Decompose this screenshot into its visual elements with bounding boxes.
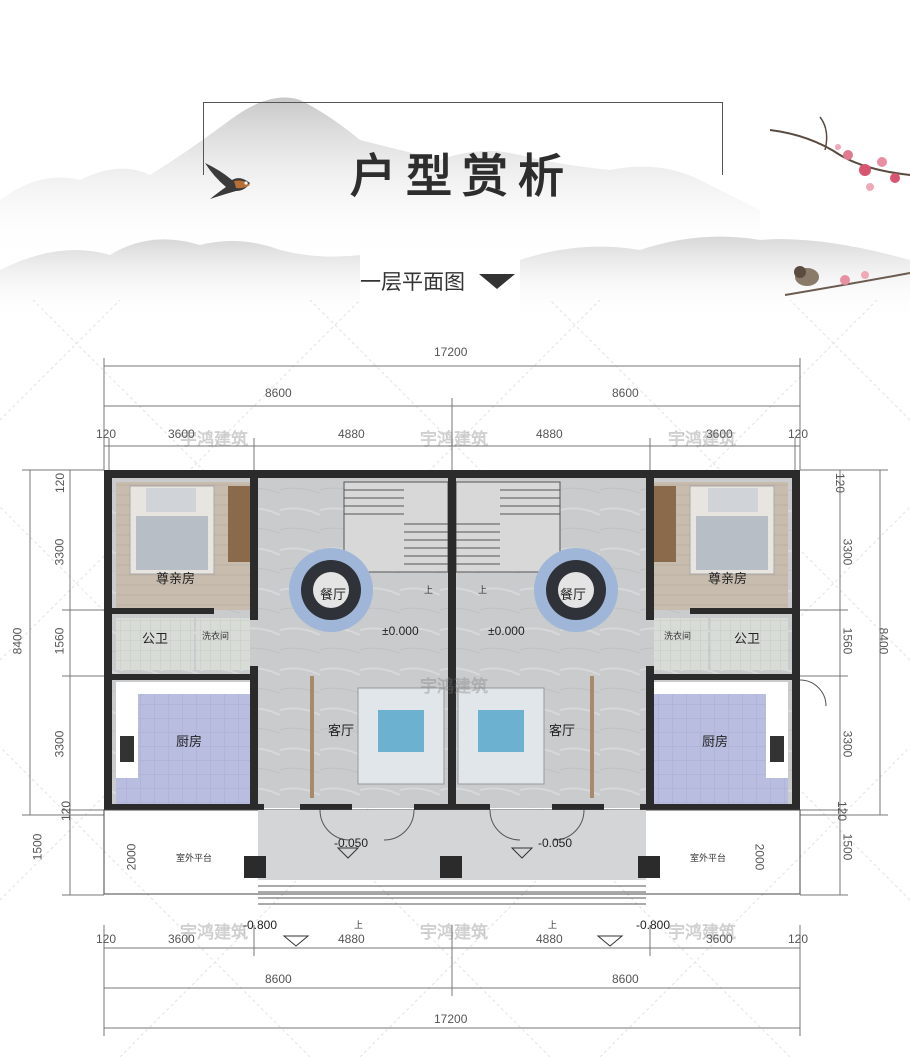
dim-top-seg-2: 3600 xyxy=(168,427,195,441)
level-outside-right: -0.800 xyxy=(636,918,671,932)
dim-left-seg-6: 1500 xyxy=(30,833,45,861)
dim-bottom-seg-1: 120 xyxy=(96,932,117,946)
stair-up-left: 上 xyxy=(424,586,434,596)
dim-top-seg-4: 4880 xyxy=(536,427,563,441)
room-laundry-left: 洗衣间 xyxy=(202,632,230,642)
dim-left-seg-3: 1560 xyxy=(52,627,67,655)
watermark-logo: 宇鸿建筑 xyxy=(420,430,488,450)
dim-right-seg-5: 120 xyxy=(835,800,850,822)
dim-bottom-seg-2: 3600 xyxy=(168,932,195,946)
bird-icon xyxy=(205,163,250,199)
title-frame xyxy=(203,102,723,175)
ink-landscape-background xyxy=(0,97,910,320)
bird-on-branch-icon xyxy=(785,266,910,296)
dim-bottom-half-left: 8600 xyxy=(265,972,292,986)
dining-table-right xyxy=(534,548,618,632)
dim-top-seg-6: 120 xyxy=(788,427,809,441)
dim-left-seg-4: 3300 xyxy=(52,730,67,758)
level-floor-right: ±0.000 xyxy=(488,624,525,638)
room-dining-left: 餐厅 xyxy=(320,588,347,603)
level-porch-left: -0.050 xyxy=(334,836,369,850)
dim-bottom-total: 17200 xyxy=(434,1012,468,1026)
dim-top-seg-3: 4880 xyxy=(338,427,365,441)
dim-right-seg-2: 3300 xyxy=(840,538,855,566)
dim-right-seg-7: 2000 xyxy=(752,843,767,871)
room-terrace-left: 室外平台 xyxy=(176,854,213,864)
level-outside-left: -0.800 xyxy=(243,918,278,932)
dim-top-half-right: 8600 xyxy=(612,386,639,400)
room-bath-right: 公卫 xyxy=(734,632,761,647)
dim-bottom-half-right: 8600 xyxy=(612,972,639,986)
room-laundry-right: 洗衣间 xyxy=(664,632,692,642)
room-bath-left: 公卫 xyxy=(142,632,169,647)
page-title: 户型赏析 xyxy=(350,149,574,203)
dim-top-seg-1: 120 xyxy=(96,427,117,441)
room-living-left: 客厅 xyxy=(328,724,355,739)
level-porch-right: -0.050 xyxy=(538,836,573,850)
dim-left-seg-2: 3300 xyxy=(52,538,67,566)
floor-plan-subtitle: 一层平面图 xyxy=(360,266,515,296)
level-floor-left: ±0.000 xyxy=(382,624,419,638)
room-kitchen-left: 厨房 xyxy=(176,735,203,750)
dim-top-seg-5: 3600 xyxy=(706,427,733,441)
dim-left-total: 8400 xyxy=(10,627,25,655)
room-elder-right: 尊亲房 xyxy=(708,572,748,587)
watermark-logo: 宇鸿建筑 xyxy=(420,677,488,697)
dim-left-seg-5: 120 xyxy=(59,800,74,822)
dim-bottom-seg-3: 4880 xyxy=(338,932,365,946)
dim-bottom-seg-6: 120 xyxy=(788,932,809,946)
dim-top-half-left: 8600 xyxy=(265,386,292,400)
watermark-logo: 宇鸿建筑 xyxy=(420,923,488,943)
room-terrace-right: 室外平台 xyxy=(690,854,727,864)
subtitle-text: 一层平面图 xyxy=(360,271,465,294)
watermark-logo: 宇鸿建筑 xyxy=(668,430,736,450)
watermark-logo: 宇鸿建筑 xyxy=(180,430,248,450)
dim-left-seg-7: 2000 xyxy=(124,843,139,871)
dim-right-seg-4: 3300 xyxy=(840,730,855,758)
watermark-logo: 宇鸿建筑 xyxy=(180,923,248,943)
plum-blossom-branch-icon xyxy=(770,116,910,191)
dim-right-seg-3: 1560 xyxy=(840,627,855,655)
triangle-down-icon xyxy=(479,274,515,289)
dining-table-left xyxy=(289,548,373,632)
dim-right-seg-6: 1500 xyxy=(840,833,855,861)
dim-right-total: 8400 xyxy=(876,627,891,655)
watermark-logo: 宇鸿建筑 xyxy=(668,923,736,943)
room-living-right: 客厅 xyxy=(549,724,576,739)
stair-up-right: 上 xyxy=(478,586,488,596)
room-elder-left: 尊亲房 xyxy=(156,572,196,587)
dim-top-total: 17200 xyxy=(434,345,468,359)
dim-right-seg-1: 120 xyxy=(833,472,848,494)
dim-bottom-seg-5: 3600 xyxy=(706,932,733,946)
dim-left-seg-1: 120 xyxy=(53,472,68,494)
floor-plan xyxy=(22,358,888,1036)
dim-bottom-seg-4: 4880 xyxy=(536,932,563,946)
step-up-left: 上 xyxy=(354,921,364,931)
room-kitchen-right: 厨房 xyxy=(702,735,729,750)
room-dining-right: 餐厅 xyxy=(560,588,587,603)
step-up-right: 上 xyxy=(548,921,558,931)
